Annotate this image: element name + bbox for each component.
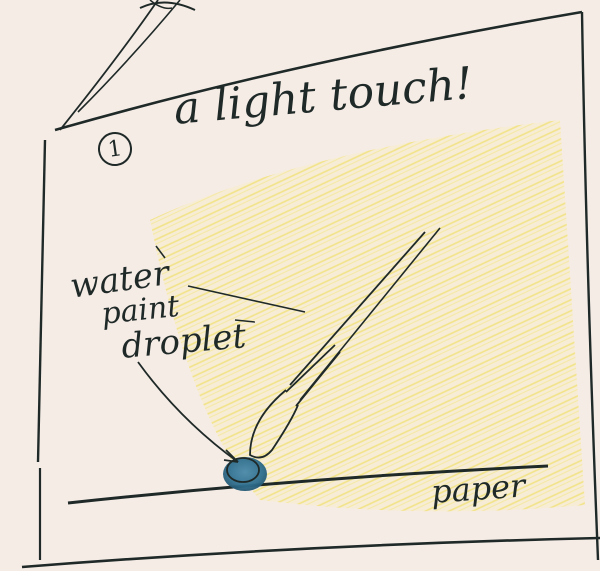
brush-top-handle — [60, 0, 158, 130]
brush-top-handle-2 — [78, 0, 180, 112]
frame-bottom-edge — [22, 538, 600, 567]
yellow-wash — [150, 120, 585, 511]
step-number-text: 1 — [106, 136, 123, 163]
frame-left-edge — [38, 140, 45, 462]
paint-droplet — [223, 457, 267, 491]
frame-right-edge — [582, 12, 598, 560]
paper-label: paper — [430, 469, 526, 507]
label-line-3: droplet — [120, 319, 247, 364]
